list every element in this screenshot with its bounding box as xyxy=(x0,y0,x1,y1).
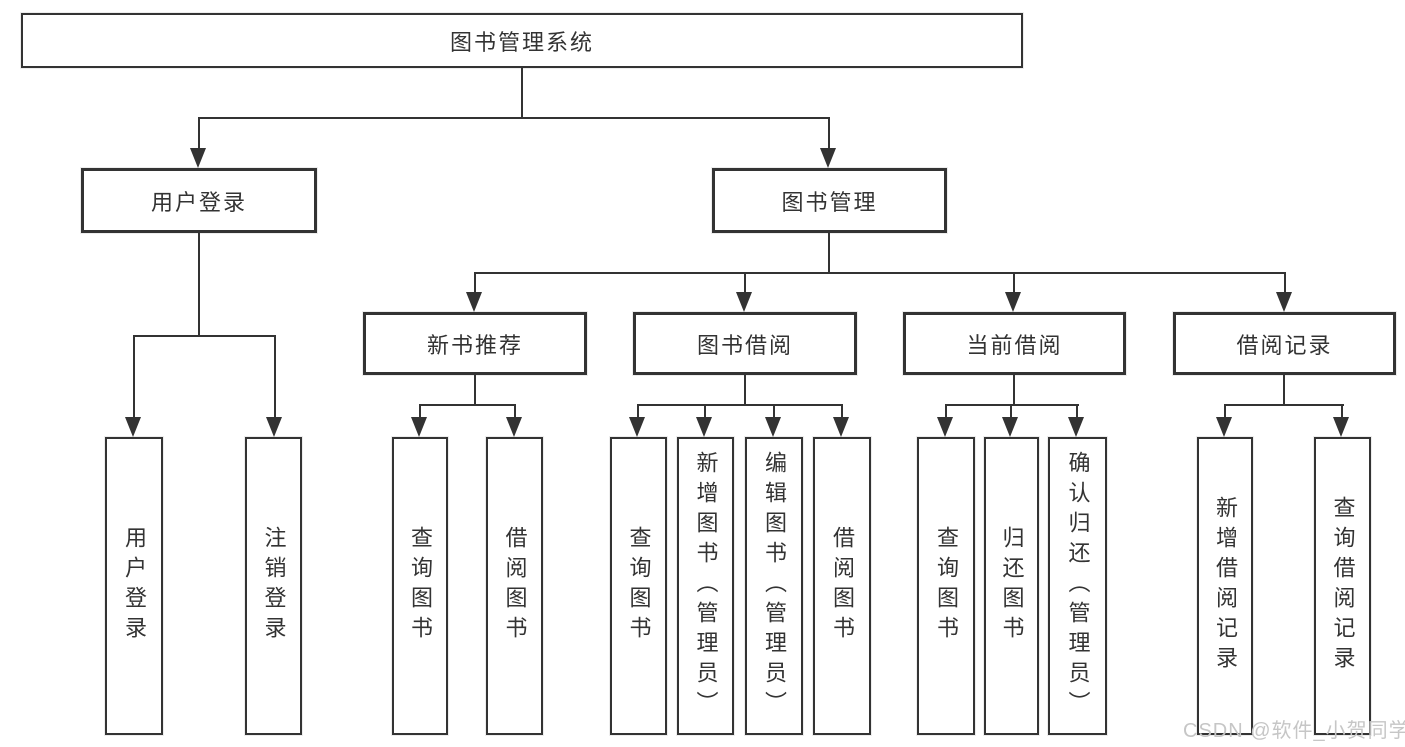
node-label: 查询图书 xyxy=(408,526,433,646)
connector-vline xyxy=(1076,406,1078,418)
arrowhead-down-icon xyxy=(466,292,482,312)
node-label: 图书管理系统 xyxy=(449,29,594,55)
node-library-system: 图书管理系统 xyxy=(21,13,1023,68)
connector-vline xyxy=(704,406,706,418)
connector-vline xyxy=(274,337,276,418)
arrowhead-down-icon xyxy=(1216,417,1232,437)
node-borrowing-query-books: 查询图书 xyxy=(610,437,667,735)
node-book-borrowing: 图书借阅 xyxy=(633,312,857,375)
arrowhead-down-icon xyxy=(1333,417,1349,437)
arrowhead-down-icon xyxy=(765,417,781,437)
node-label: 编辑图书（管理员） xyxy=(762,451,787,721)
connector-hline xyxy=(1224,404,1344,406)
arrowhead-down-icon xyxy=(1276,292,1292,312)
connector-vline xyxy=(1224,406,1226,418)
arrowhead-down-icon xyxy=(1002,417,1018,437)
connector-vline xyxy=(637,406,639,418)
connector-vline xyxy=(1013,375,1015,406)
connector-vline xyxy=(1283,375,1285,406)
connector-hline xyxy=(637,404,843,406)
connector-vline xyxy=(521,68,523,118)
node-label: 用户登录 xyxy=(122,526,147,646)
node-label: 归还图书 xyxy=(999,526,1025,646)
arrowhead-down-icon xyxy=(937,417,953,437)
connector-hline xyxy=(133,335,276,337)
node-label: 新书推荐 xyxy=(426,332,523,358)
arrowhead-down-icon xyxy=(629,417,645,437)
arrowhead-down-icon xyxy=(820,148,836,168)
node-current-return-books: 归还图书 xyxy=(984,437,1039,735)
node-label: 查询图书 xyxy=(626,526,652,646)
node-current-query-books: 查询图书 xyxy=(917,437,975,735)
node-new-book-recommend: 新书推荐 xyxy=(363,312,587,375)
arrowhead-down-icon xyxy=(696,417,712,437)
connector-vline xyxy=(773,406,775,418)
connector-vline xyxy=(133,337,135,418)
node-borrowing-records: 借阅记录 xyxy=(1173,312,1396,375)
node-user-login-group: 用户登录 xyxy=(81,168,317,233)
arrowhead-down-icon xyxy=(266,417,282,437)
connector-hline xyxy=(474,272,1286,274)
node-records-query-record: 查询借阅记录 xyxy=(1314,437,1371,735)
arrowhead-down-icon xyxy=(736,292,752,312)
connector-vline xyxy=(198,119,200,150)
connector-vline xyxy=(841,406,843,418)
connector-vline xyxy=(419,406,421,418)
connector-vline xyxy=(1010,406,1012,418)
node-label: 查询借阅记录 xyxy=(1330,496,1356,676)
node-current-confirm-return-admin: 确认归还（管理员） xyxy=(1048,437,1107,735)
node-book-management: 图书管理 xyxy=(712,168,947,233)
node-user-login: 用户登录 xyxy=(105,437,163,735)
connector-vline xyxy=(744,274,746,293)
arrowhead-down-icon xyxy=(411,417,427,437)
node-label: 图书管理 xyxy=(781,189,878,215)
arrowhead-down-icon xyxy=(506,417,522,437)
node-borrowing-add-books-admin: 新增图书（管理员） xyxy=(677,437,734,735)
node-label: 新增图书（管理员） xyxy=(693,451,719,721)
connector-vline xyxy=(474,375,476,406)
node-borrowing-edit-books-admin: 编辑图书（管理员） xyxy=(745,437,803,735)
arrowhead-down-icon xyxy=(190,148,206,168)
node-label: 用户登录 xyxy=(150,189,247,215)
connector-vline xyxy=(514,406,516,418)
node-current-borrowing: 当前借阅 xyxy=(903,312,1126,375)
node-label: 确认归还（管理员） xyxy=(1065,451,1091,721)
arrowhead-down-icon xyxy=(1005,292,1021,312)
node-records-add-record: 新增借阅记录 xyxy=(1197,437,1253,735)
connector-vline xyxy=(828,233,830,274)
connector-hline xyxy=(419,404,516,406)
csdn-watermark: CSDN @软件_小贺同学 xyxy=(1183,720,1405,742)
connector-vline xyxy=(945,406,947,418)
connector-vline xyxy=(1013,274,1015,293)
arrowhead-down-icon xyxy=(833,417,849,437)
node-label: 查询图书 xyxy=(934,526,959,646)
connector-vline xyxy=(1341,406,1343,418)
node-label: 注销登录 xyxy=(261,526,287,646)
connector-vline xyxy=(828,119,830,150)
node-recommend-query-books: 查询图书 xyxy=(392,437,448,735)
arrowhead-down-icon xyxy=(125,417,141,437)
connector-vline xyxy=(474,274,476,293)
node-label: 新增借阅记录 xyxy=(1213,496,1238,676)
node-label: 借阅图书 xyxy=(502,526,528,646)
connector-vline xyxy=(744,375,746,406)
node-label: 借阅记录 xyxy=(1236,332,1333,358)
connector-vline xyxy=(1284,274,1286,293)
node-label: 当前借阅 xyxy=(966,332,1063,358)
connector-vline xyxy=(198,233,200,337)
node-label: 图书借阅 xyxy=(696,332,793,358)
arrowhead-down-icon xyxy=(1068,417,1084,437)
node-label: 借阅图书 xyxy=(830,526,855,646)
node-borrowing-borrow-books: 借阅图书 xyxy=(813,437,871,735)
node-logout: 注销登录 xyxy=(245,437,302,735)
connector-hline xyxy=(198,117,830,119)
connector-hline xyxy=(945,404,1079,406)
node-recommend-borrow-books: 借阅图书 xyxy=(486,437,543,735)
